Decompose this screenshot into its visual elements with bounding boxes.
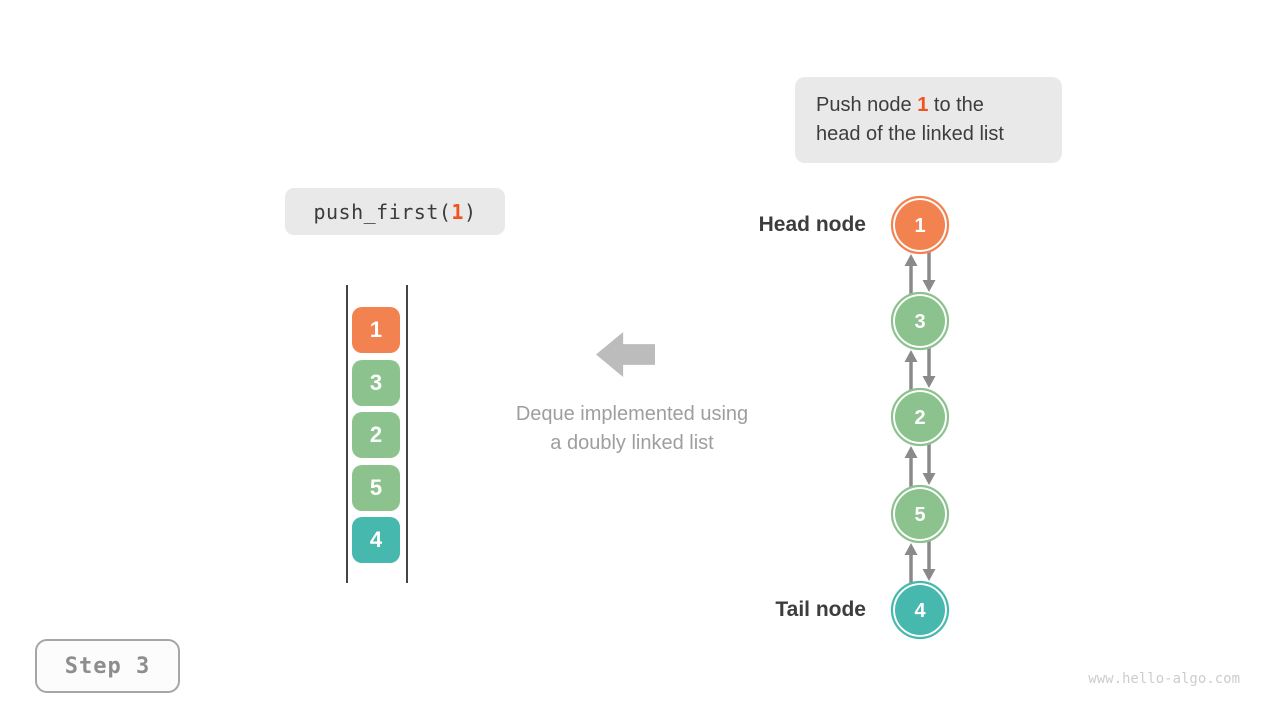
instruction-line2: head of the linked list (816, 123, 1004, 145)
caption-line2: a doubly linked list (550, 432, 714, 454)
deque-item-5: 5 (352, 464, 400, 511)
up-arrow-head-icon (904, 446, 918, 458)
instruction-highlight-value: 1 (917, 94, 929, 116)
code-pre: push_first( (313, 199, 452, 224)
deque-item-3: 3 (352, 359, 400, 406)
head-node-label: Head node (758, 213, 866, 236)
node-value: 2 (914, 407, 925, 429)
instruction-line1: Push node 1 to the (816, 91, 1062, 120)
code-box: push_first(1) (285, 188, 505, 235)
caption: Deque implemented using a doubly linked … (482, 400, 782, 458)
up-arrow-head-icon (904, 543, 918, 555)
list-node-2: 2 (890, 387, 950, 447)
deque-array: 1 3 2 5 4 (352, 307, 400, 563)
step-badge: Step 3 (35, 639, 180, 693)
instruction-text-pre: Push node (816, 94, 918, 116)
deque-right-wall (406, 285, 408, 583)
deque-item-1: 1 (352, 307, 400, 353)
down-arrow-head-icon (922, 376, 936, 388)
deque-left-wall (346, 285, 348, 583)
down-arrow-head-icon (922, 569, 936, 581)
linked-list-svg: 1 3 2 5 4 (890, 195, 950, 640)
code-post: ) (463, 199, 477, 224)
up-arrow-head-icon (904, 254, 918, 266)
caption-line1: Deque implemented using (515, 403, 749, 425)
watermark: www.hello-algo.com (1088, 671, 1240, 687)
node-value: 5 (914, 504, 925, 526)
tail-node-label: Tail node (775, 598, 866, 621)
list-node-1: 1 (890, 195, 950, 255)
list-node-3: 3 (890, 291, 950, 351)
left-block-arrow-icon (596, 332, 655, 377)
code-arg: 1 (451, 199, 464, 224)
node-value: 3 (914, 311, 925, 333)
link-arrow-pair-2 (904, 442, 936, 489)
node-value: 1 (914, 215, 925, 237)
link-arrow-pair-0 (904, 250, 936, 296)
node-value: 4 (914, 600, 926, 622)
link-arrow-pair-3 (904, 539, 936, 585)
step-label: Step 3 (64, 653, 151, 679)
list-node-5: 5 (890, 484, 950, 544)
instruction-box: Push node 1 to the head of the linked li… (795, 77, 1062, 163)
link-arrow-pair-1 (904, 346, 936, 392)
instruction-text-post: to the (928, 94, 984, 116)
down-arrow-head-icon (922, 280, 936, 292)
down-arrow-head-icon (922, 473, 936, 485)
deque-item-2: 2 (352, 412, 400, 458)
list-node-4: 4 (890, 580, 950, 640)
up-arrow-head-icon (904, 350, 918, 362)
deque-item-4: 4 (352, 517, 400, 563)
